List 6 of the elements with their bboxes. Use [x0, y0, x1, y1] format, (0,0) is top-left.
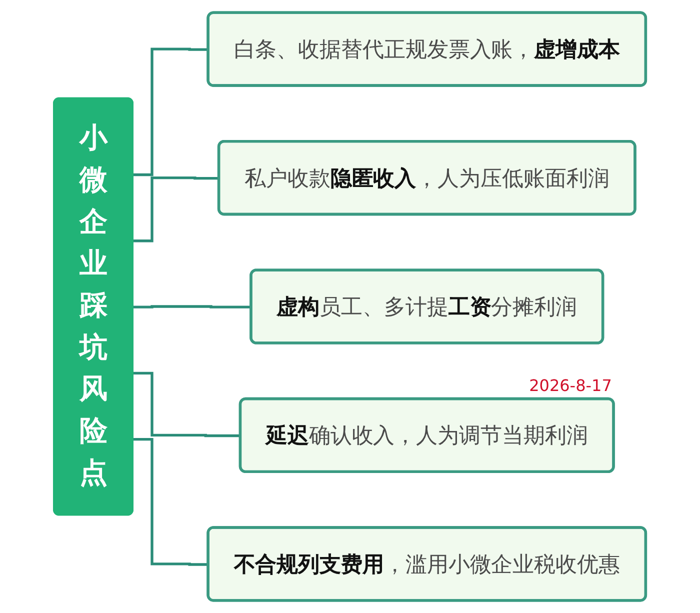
connector	[134, 305, 252, 308]
connector	[134, 372, 242, 438]
connector	[134, 176, 220, 242]
note-text: 2026-8-17	[528, 376, 613, 395]
connector	[134, 438, 209, 566]
connector	[134, 48, 209, 176]
